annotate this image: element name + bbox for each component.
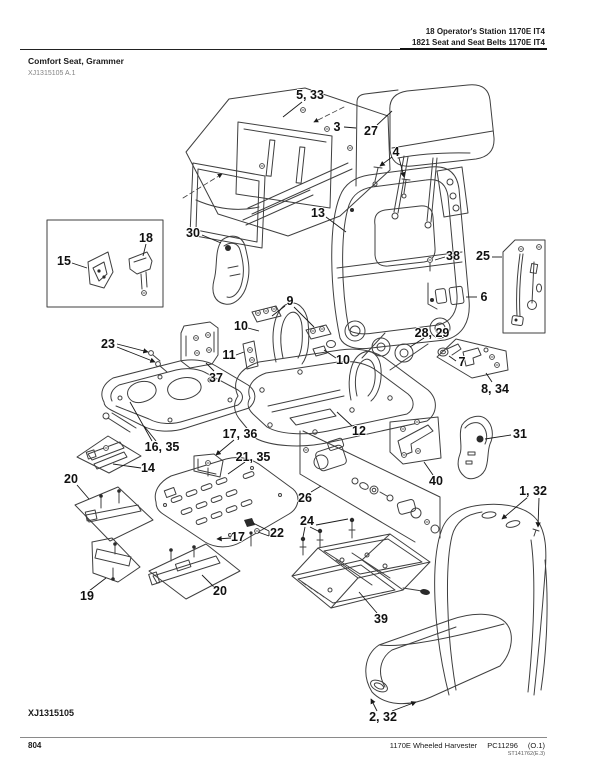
- back-panel-assembly: [182, 87, 391, 249]
- bracket-box-40: [389, 416, 442, 465]
- footer-rule: [20, 737, 547, 738]
- seat-pan: [101, 359, 256, 433]
- header-section-title: 18 Operator's Station 1170E IT4: [425, 27, 545, 36]
- seat-belt-box-25: [502, 239, 546, 334]
- screws-23: [148, 350, 168, 373]
- backrest-frame: [331, 166, 470, 350]
- mount-plates: [242, 305, 336, 370]
- mount-pins-24: [299, 517, 356, 556]
- footer-model: 1170E Wheeled Harvester: [389, 741, 478, 750]
- connector-6: [427, 282, 465, 310]
- base-plate-slots: [170, 471, 255, 525]
- footer-section: (O.1): [527, 741, 545, 750]
- seat-frame: [234, 302, 436, 447]
- side-panel-31: [457, 415, 493, 480]
- seat-cushion: [365, 613, 512, 705]
- base-plate: [154, 456, 299, 548]
- header-rule: [20, 49, 547, 50]
- bracket-box-8-34: [436, 338, 509, 379]
- figure-id: XJ1315105: [28, 708, 75, 718]
- backrest-side-panel: [212, 235, 250, 305]
- bracket-37: [180, 321, 219, 369]
- pneumatic-kit-26: [299, 430, 441, 543]
- rail-box-14: [76, 435, 142, 474]
- clip-and-screws-22: [244, 518, 260, 547]
- screw-38: [427, 257, 433, 272]
- callout-leader-lines: [71, 101, 541, 712]
- footer-publication: 1170E Wheeled Harvester PC11296 (O.1): [390, 741, 545, 750]
- bracket-17-36: [193, 453, 224, 478]
- rail-box-20b: [148, 543, 241, 600]
- rail-box-20a: [74, 486, 154, 542]
- bracket-box-15-18: [46, 219, 164, 308]
- figure-revision: XJ1315105 A.1: [28, 70, 76, 77]
- rail-box-19: [91, 537, 141, 583]
- header-underline: [400, 48, 547, 51]
- illustration-code: ST141762(E.3): [507, 751, 545, 757]
- suspension-frame-39: [291, 533, 431, 609]
- page-number: 804: [28, 741, 42, 750]
- figure-title: Comfort Seat, Grammer: [28, 56, 124, 66]
- backrest-cushion: [434, 503, 548, 696]
- latch-7: [437, 343, 462, 357]
- rollers-28-29: [361, 332, 429, 371]
- footer-catalog-number: PC11296: [487, 741, 518, 750]
- header-group-title: 1821 Seat and Seat Belts 1170E IT4: [412, 38, 545, 47]
